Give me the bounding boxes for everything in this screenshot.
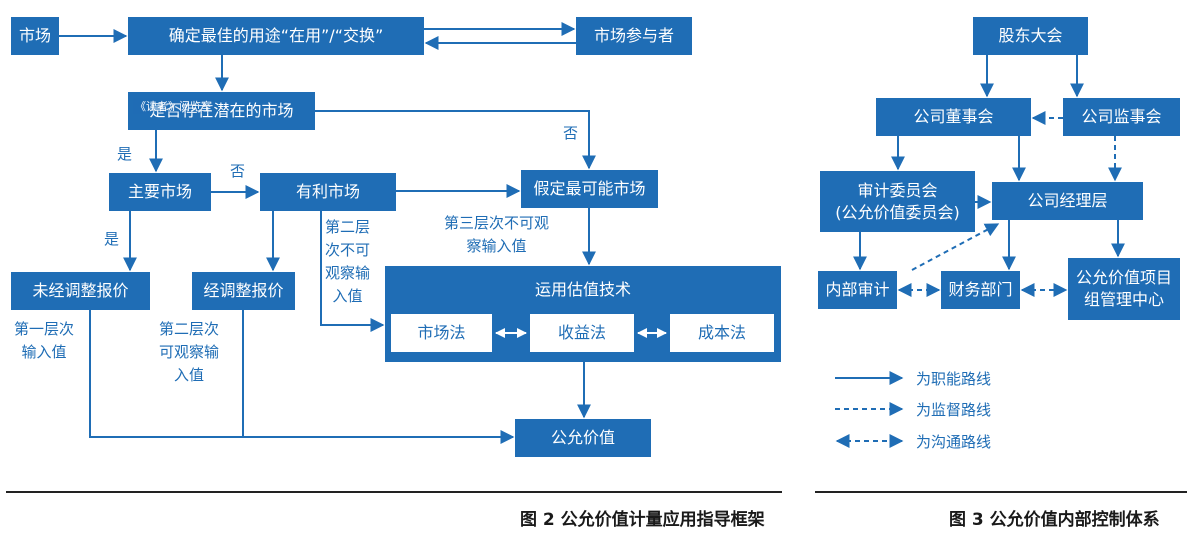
legend-supervision-label: 为监督路线 [916, 401, 992, 419]
fair-value-box: 公允价值 [515, 419, 651, 457]
cost-approach-box: 成本法 [670, 314, 774, 352]
audit-committee-box: 审计委员会 (公允价值委员会) [820, 171, 975, 232]
no-label: 否 [563, 124, 579, 142]
yes-label: 是 [117, 145, 133, 163]
income-approach-box: 收益法 [530, 314, 634, 352]
caption-rule [6, 491, 782, 493]
management-box: 公司经理层 [992, 182, 1143, 220]
shareholders-meeting-box: 股东大会 [973, 17, 1088, 55]
market-participants-box: 市场参与者 [576, 17, 692, 55]
adjusted-quote-box: 经调整报价 [192, 272, 295, 310]
board-of-directors-box: 公司董事会 [876, 98, 1031, 136]
level1-input-label: 第一层次 输入值 [14, 320, 75, 361]
legend-functional-label: 为职能路线 [916, 370, 992, 388]
level2-observable-label: 第二层次 可观察输 入值 [159, 320, 220, 384]
advantageous-market-box: 有利市场 [260, 173, 396, 211]
level2-unobservable-label: 第二层 次不可 观察输 入值 [325, 218, 371, 305]
fair-value-center-box: 公允价值项目 组管理中心 [1068, 258, 1180, 320]
supervisory-board-box: 公司监事会 [1063, 98, 1180, 136]
figure2-caption: 图 2 公允价值计量应用指导框架 [520, 510, 765, 530]
principal-market-box: 主要市场 [109, 173, 211, 211]
best-use-box: 确定最佳的用途“在用”/“交换” [128, 17, 424, 55]
finance-dept-box: 财务部门 [941, 271, 1020, 309]
figure3-caption: 图 3 公允价值内部控制体系 [949, 510, 1160, 530]
unadjusted-quote-box: 未经调整报价 [11, 272, 150, 310]
potential-market-box: 是否存在潜在的市场 [128, 92, 315, 130]
most-likely-market-box: 假定最可能市场 [521, 170, 658, 208]
internal-audit-box: 内部审计 [818, 271, 897, 309]
legend-communication-label: 为沟通路线 [916, 433, 992, 451]
valuation-technique-label: 运用估值技术 [534, 280, 631, 299]
watermark: 《读者》阅览室 [133, 98, 214, 114]
market-box: 市场 [11, 17, 59, 55]
market-approach-box: 市场法 [391, 314, 492, 352]
no-label: 否 [230, 162, 246, 180]
level3-input-label: 第三层次不可观 察输入值 [444, 214, 550, 255]
caption-rule [815, 491, 1187, 493]
yes-label: 是 [104, 230, 120, 248]
